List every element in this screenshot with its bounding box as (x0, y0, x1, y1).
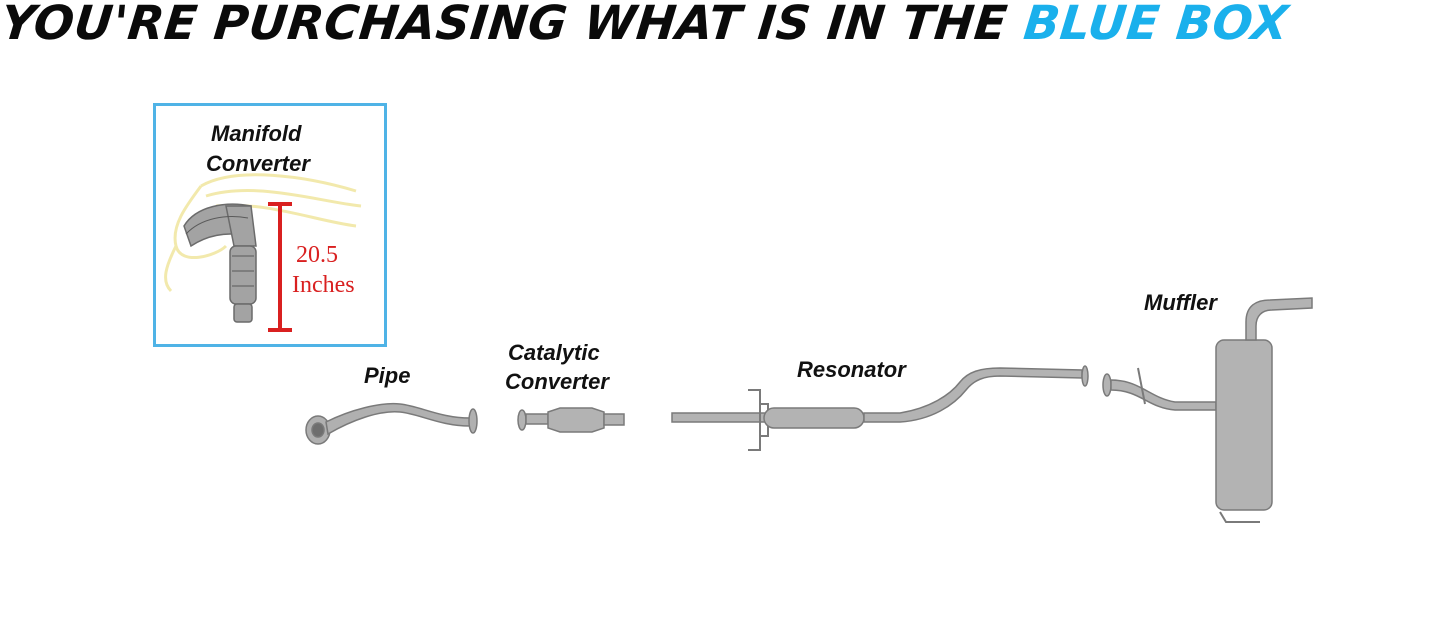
manifold-label-line1: Manifold (211, 121, 302, 146)
resonator-label: Resonator (797, 357, 906, 382)
muffler-label: Muffler (1144, 290, 1217, 315)
manifold-converter-icon (164, 173, 362, 332)
measurement-value: 20.5 (296, 242, 338, 268)
catalytic-label-line2: Converter (505, 369, 609, 394)
muffler-icon (1102, 297, 1313, 523)
pipe-label: Pipe (364, 363, 411, 388)
catalytic-converter-icon (517, 407, 625, 433)
measurement-unit: Inches (292, 272, 355, 298)
catalytic-label-line1: Catalytic (508, 340, 600, 365)
manifold-label-line2: Converter (206, 151, 310, 176)
blue-box-highlight: Manifold Converter 20.5 Inches (153, 103, 387, 347)
resonator-icon (671, 365, 1089, 451)
pipe-icon (305, 402, 478, 445)
